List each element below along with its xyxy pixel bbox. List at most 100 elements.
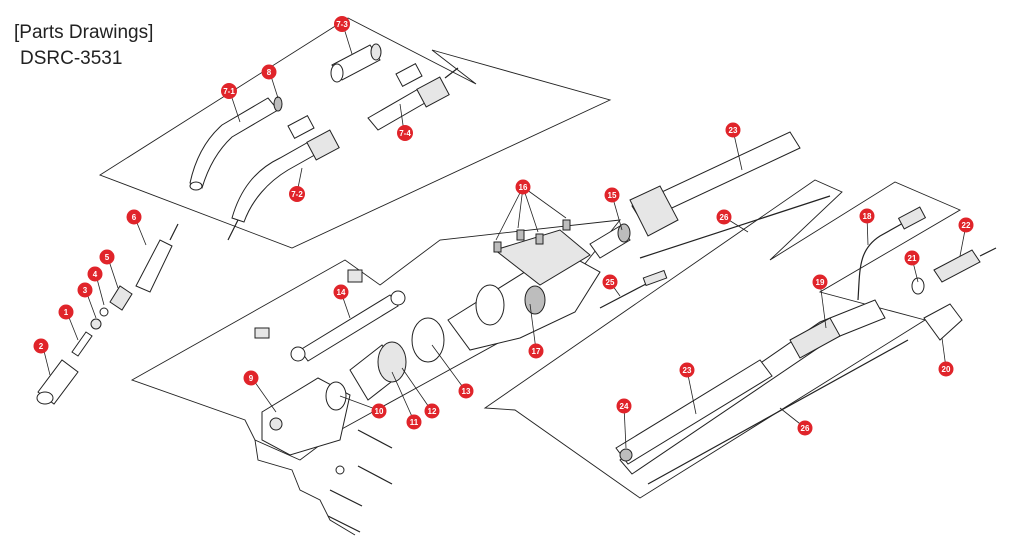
part-20-clamp bbox=[923, 303, 963, 341]
callout-label: 23 bbox=[729, 126, 738, 135]
callout-badge-circle bbox=[938, 361, 954, 377]
callout-label: 12 bbox=[428, 407, 437, 416]
callout-16: 16 bbox=[515, 179, 531, 195]
callout-label: 23 bbox=[683, 366, 692, 375]
part-7-4-gooseneck bbox=[367, 62, 459, 131]
part-7-2-gooseneck bbox=[227, 114, 340, 241]
callout-7-4: 7-4 bbox=[397, 125, 413, 141]
callout-badge-circle bbox=[528, 343, 544, 359]
callout-badge-circle bbox=[716, 209, 732, 225]
callout-23: 23 bbox=[679, 362, 695, 378]
page-title: [Parts Drawings] bbox=[14, 22, 154, 43]
callout-badge-circle bbox=[77, 282, 93, 298]
callout-2: 2 bbox=[33, 338, 49, 354]
callout-label: 4 bbox=[93, 270, 98, 279]
callout-badge-circle bbox=[333, 284, 349, 300]
part-22-fitting bbox=[933, 247, 997, 283]
part-25-connector bbox=[599, 269, 668, 309]
callout-label: 26 bbox=[801, 424, 810, 433]
part-18-switch-cable bbox=[857, 206, 927, 301]
callout-label: 20 bbox=[942, 365, 951, 374]
part-14-shaft bbox=[254, 269, 406, 362]
callout-badge-circle bbox=[87, 266, 103, 282]
callout-5: 5 bbox=[99, 249, 115, 265]
callout-badge-circle bbox=[371, 403, 387, 419]
callout-label: 9 bbox=[249, 374, 254, 383]
callout-22: 22 bbox=[958, 217, 974, 233]
callout-3: 3 bbox=[77, 282, 93, 298]
callout-26: 26 bbox=[797, 420, 813, 436]
callout-badge-circle bbox=[859, 208, 875, 224]
part-6-diffuser bbox=[135, 223, 179, 293]
callout-label: 11 bbox=[410, 418, 419, 427]
callout-8: 8 bbox=[261, 64, 277, 80]
callout-label: 16 bbox=[519, 183, 528, 192]
callout-label: 18 bbox=[863, 212, 872, 221]
callout-label: 6 bbox=[132, 213, 137, 222]
callout-label: 24 bbox=[620, 402, 629, 411]
callout-25: 25 bbox=[602, 274, 618, 290]
callout-badge-circle bbox=[126, 209, 142, 225]
model-number: DSRC-3531 bbox=[20, 48, 123, 69]
part-16-screws bbox=[493, 219, 571, 253]
callout-11: 11 bbox=[406, 414, 422, 430]
callout-7-3: 7-3 bbox=[334, 16, 350, 32]
callout-badge-circle bbox=[602, 274, 618, 290]
callout-badge-circle bbox=[812, 274, 828, 290]
callout-label: 7-4 bbox=[399, 129, 411, 138]
part-4-o-ring bbox=[99, 307, 109, 317]
callout-4: 4 bbox=[87, 266, 103, 282]
callout-badge-circle bbox=[424, 403, 440, 419]
part-23-handle-lower bbox=[615, 359, 773, 465]
callout-badge-circle bbox=[604, 187, 620, 203]
callout-21: 21 bbox=[904, 250, 920, 266]
callout-badge-circle bbox=[958, 217, 974, 233]
callout-badge-circle bbox=[515, 179, 531, 195]
callout-badge-circle bbox=[58, 304, 74, 320]
callout-label: 8 bbox=[267, 68, 272, 77]
callout-badge-circle bbox=[33, 338, 49, 354]
callout-6: 6 bbox=[126, 209, 142, 225]
callout-label: 19 bbox=[816, 278, 825, 287]
callout-label: 14 bbox=[337, 288, 346, 297]
callout-23: 23 bbox=[725, 122, 741, 138]
callout-label: 13 bbox=[462, 387, 471, 396]
part-8-ring bbox=[273, 96, 283, 112]
part-5-tip-holder bbox=[109, 285, 133, 311]
callout-badge-circle bbox=[904, 250, 920, 266]
callout-badge-circle bbox=[616, 398, 632, 414]
callout-10: 10 bbox=[371, 403, 387, 419]
callout-9: 9 bbox=[243, 370, 259, 386]
callout-badge-circle bbox=[221, 83, 237, 99]
callout-label: 1 bbox=[64, 308, 69, 317]
callout-7-2: 7-2 bbox=[289, 186, 305, 202]
part-1-contact-tip bbox=[71, 331, 93, 357]
callout-7-1: 7-1 bbox=[221, 83, 237, 99]
drawing-heading: [Parts Drawings] DSRC-3531 bbox=[14, 20, 153, 72]
callout-label: 2 bbox=[39, 342, 44, 351]
part-7-3-sleeve bbox=[330, 43, 382, 83]
part-21-nut bbox=[911, 277, 925, 295]
callout-label: 10 bbox=[375, 407, 384, 416]
callout-label: 15 bbox=[608, 191, 617, 200]
part-26-liner-lower bbox=[647, 339, 909, 485]
callout-label: 7-2 bbox=[291, 190, 303, 199]
part-2-nozzle bbox=[36, 359, 79, 405]
callout-20: 20 bbox=[938, 361, 954, 377]
callout-label: 22 bbox=[962, 221, 971, 230]
callout-17: 17 bbox=[528, 343, 544, 359]
part-3-insulator bbox=[90, 318, 102, 330]
callout-badge-circle bbox=[334, 16, 350, 32]
callout-24: 24 bbox=[616, 398, 632, 414]
callout-15: 15 bbox=[604, 187, 620, 203]
callout-label: 5 bbox=[105, 253, 110, 262]
callout-badge-circle bbox=[243, 370, 259, 386]
callout-badge-circle bbox=[261, 64, 277, 80]
callout-badge-circle bbox=[797, 420, 813, 436]
callout-26: 26 bbox=[716, 209, 732, 225]
callout-14: 14 bbox=[333, 284, 349, 300]
part-23-handle-upper bbox=[629, 131, 801, 237]
callout-18: 18 bbox=[859, 208, 875, 224]
callout-label: 7-3 bbox=[336, 20, 348, 29]
